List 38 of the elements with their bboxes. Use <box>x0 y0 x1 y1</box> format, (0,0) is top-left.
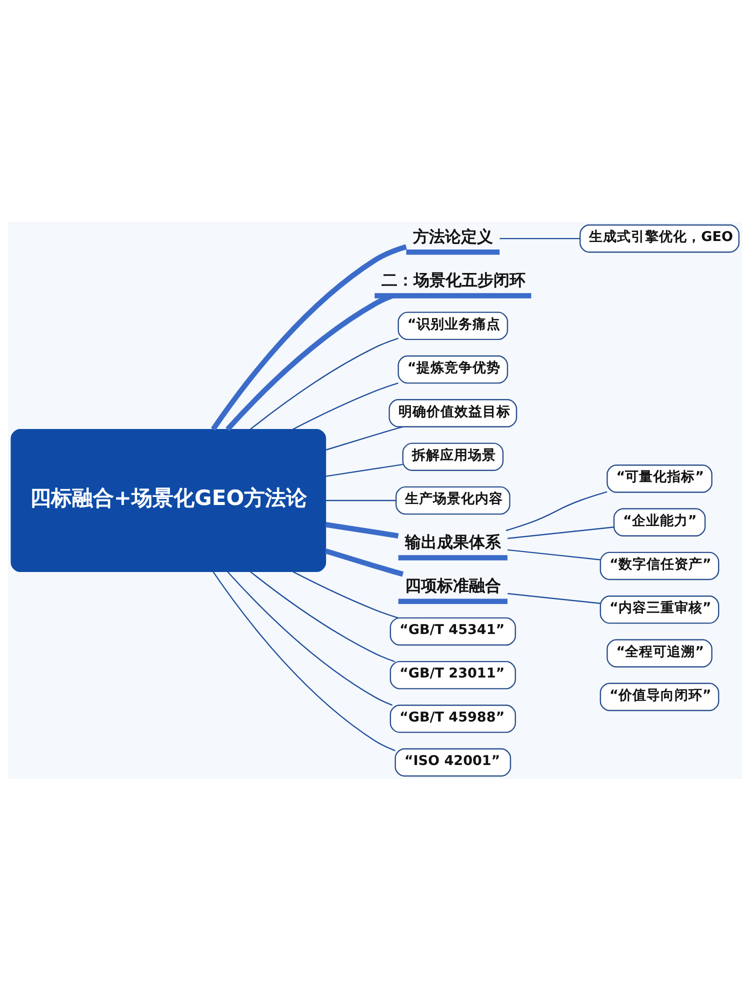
node-box: “内容三重审核” <box>600 595 720 624</box>
node-box: “GB/T 45988” <box>390 704 516 732</box>
connector <box>326 463 403 476</box>
connector <box>211 244 407 430</box>
connector <box>292 382 398 430</box>
node-box: “ISO 42001” <box>394 748 512 776</box>
node-box: “价值导向闭环” <box>600 682 720 711</box>
connector <box>250 570 395 662</box>
node-box: “提炼竞争优势 <box>398 354 508 384</box>
node-box: 明确价值效益目标 <box>388 398 518 427</box>
connector <box>325 522 399 538</box>
node-box: “可量化指标” <box>606 464 712 492</box>
node-box: “企业能力” <box>613 508 706 536</box>
connector <box>500 237 580 239</box>
connector <box>250 337 398 430</box>
node-text: 方法论定义 <box>413 226 494 246</box>
connector <box>507 592 600 604</box>
connector <box>507 548 600 560</box>
node-box: 生产场景化内容 <box>395 486 510 514</box>
connector <box>326 426 404 450</box>
node-text: 输出成果体系 <box>405 532 502 551</box>
connector <box>212 570 396 751</box>
connector <box>324 548 404 576</box>
node-box: “GB/T 45341” <box>390 616 516 646</box>
connector <box>227 570 393 706</box>
connector <box>292 570 398 618</box>
connector <box>507 526 614 539</box>
node-box: “全程可追溯” <box>606 638 712 667</box>
node-text: 四项标准融合 <box>405 576 502 595</box>
node-box: 生成式引擎优化，GEO <box>580 224 740 252</box>
node-box: “数字信任资产” <box>600 551 720 580</box>
node-box: “识别业务痛点 <box>398 311 508 340</box>
connector <box>506 490 608 531</box>
node-box: 四标融合+场景化GEO方法论 <box>10 428 326 572</box>
connector <box>326 499 396 501</box>
node-text: 二：场景化五步闭环 <box>381 270 526 289</box>
node-box: “GB/T 23011” <box>390 660 516 689</box>
node-box: 拆解应用场景 <box>402 442 504 470</box>
